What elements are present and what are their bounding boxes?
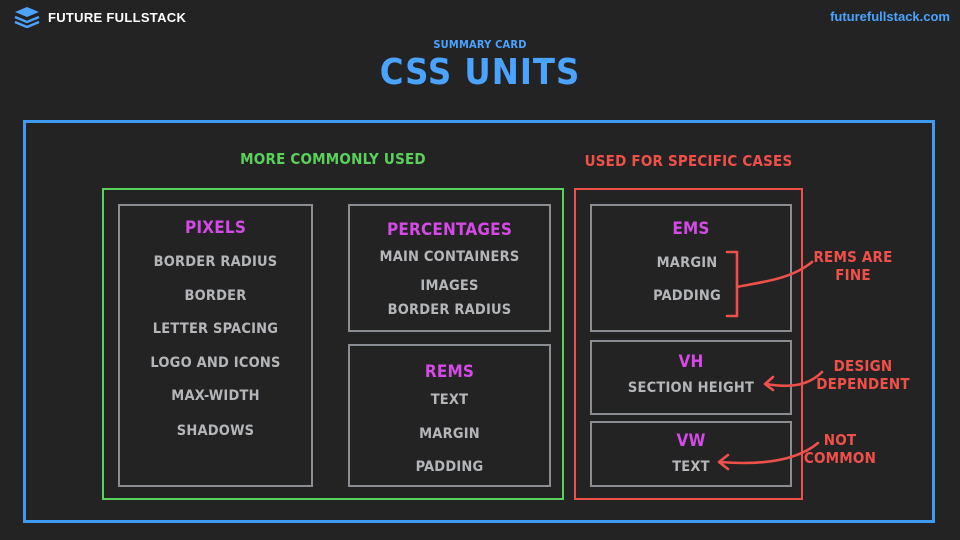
rems-card: REMS TEXT MARGIN PADDING xyxy=(348,344,551,487)
pixels-title: PIXELS xyxy=(184,218,247,238)
vw-title: VW xyxy=(676,431,706,451)
list-item: LOGO AND ICONS xyxy=(150,355,281,371)
stacked-layers-icon xyxy=(14,7,40,28)
brand: FUTURE FULLSTACK xyxy=(14,6,186,28)
list-item: MARGIN xyxy=(656,255,718,271)
ems-title: EMS xyxy=(672,219,710,239)
list-item: LETTER SPACING xyxy=(152,321,279,337)
list-item: PADDING xyxy=(653,288,721,304)
card-kicker: SUMMARY CARD xyxy=(433,38,527,51)
list-item: BORDER RADIUS xyxy=(153,254,278,270)
percentages-card: PERCENTAGES MAIN CONTAINERS IMAGES BORDE… xyxy=(348,204,551,332)
note-line: DEPENDENT xyxy=(816,375,910,393)
outer-frame xyxy=(23,120,935,523)
list-item: SHADOWS xyxy=(176,423,255,439)
list-item: BORDER xyxy=(184,288,247,304)
site-link[interactable]: futurefullstack.com xyxy=(830,9,950,24)
rems-title: REMS xyxy=(424,362,475,382)
note-line: COMMON xyxy=(803,449,877,467)
list-item: TEXT xyxy=(430,392,469,408)
common-heading: MORE COMMONLY USED xyxy=(240,150,426,168)
list-item: IMAGES xyxy=(420,278,479,294)
specific-frame xyxy=(574,188,803,500)
note-line: NOT xyxy=(823,431,857,449)
list-item: MAX-WIDTH xyxy=(171,388,260,404)
ems-card: EMS MARGIN PADDING xyxy=(590,204,792,332)
brand-name: FUTURE FULLSTACK xyxy=(48,9,187,25)
note-line: REMS ARE xyxy=(813,248,893,266)
note-not-common: NOT COMMON xyxy=(800,431,880,467)
vh-title: VH xyxy=(678,352,704,372)
note-line: FINE xyxy=(835,266,871,284)
vh-card: VH SECTION HEIGHT xyxy=(590,340,792,415)
percentages-title: PERCENTAGES xyxy=(386,220,513,240)
page-title: CSS UNITS xyxy=(379,52,581,93)
note-rems-are-fine: REMS ARE FINE xyxy=(808,248,898,284)
list-item: MAIN CONTAINERS xyxy=(379,249,520,265)
specific-heading: USED FOR SPECIFIC CASES xyxy=(584,152,793,170)
pixels-card: PIXELS BORDER RADIUS BORDER LETTER SPACI… xyxy=(118,204,313,487)
list-item: PADDING xyxy=(415,459,484,475)
list-item: TEXT xyxy=(672,459,710,475)
list-item: SECTION HEIGHT xyxy=(627,380,755,396)
note-design-dependent: DESIGN DEPENDENT xyxy=(808,357,918,393)
list-item: BORDER RADIUS xyxy=(387,302,512,318)
vw-card: VW TEXT xyxy=(590,421,792,487)
note-line: DESIGN xyxy=(833,357,893,375)
common-frame xyxy=(102,188,564,500)
list-item: MARGIN xyxy=(419,426,480,442)
